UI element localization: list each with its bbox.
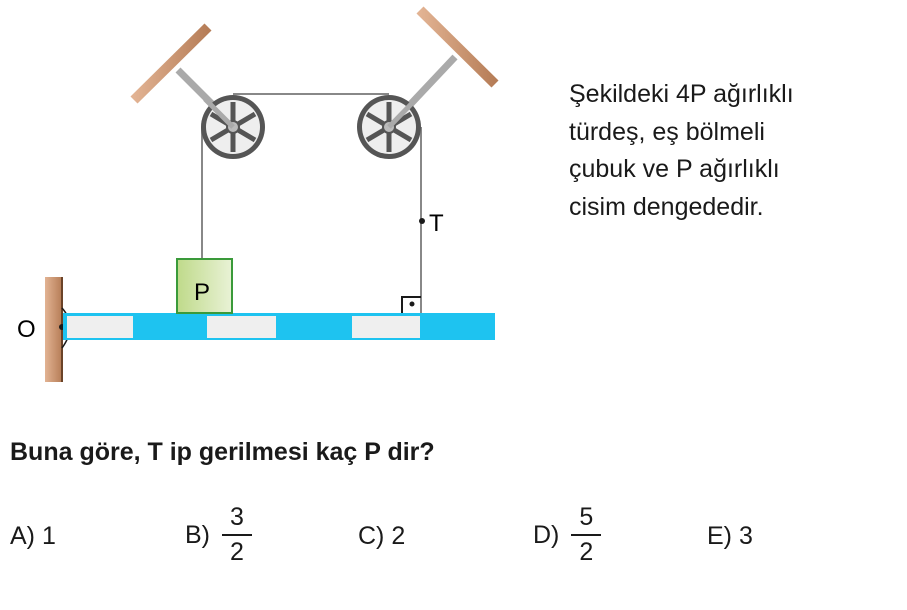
option-value: 1 (41, 522, 56, 550)
denominator: 2 (230, 538, 244, 566)
description-line: çubuk ve P ağırlıklı (569, 155, 780, 183)
option-value: 3 (738, 522, 753, 550)
wall (45, 277, 62, 382)
rod (63, 313, 495, 340)
denominator: 2 (579, 538, 594, 566)
pivot-label: O (17, 316, 36, 343)
problem-description: Şekildeki 4P ağırlıklı türdeş, eş bölmel… (569, 76, 861, 226)
numerator: 5 (571, 503, 602, 536)
option-c[interactable]: C) 2 (358, 522, 405, 551)
option-letter: C) (358, 522, 385, 550)
option-e[interactable]: E) 3 (707, 522, 753, 551)
block-label: P (194, 279, 210, 306)
right-ceiling-board (416, 6, 499, 88)
left-ceiling-board (130, 23, 212, 104)
description-line: cisim dengededir. (569, 192, 764, 221)
option-letter: B) (185, 520, 210, 549)
question-text: Buna göre, T ip gerilmesi kaç P dir? (10, 438, 435, 466)
option-a[interactable]: A) 1 (10, 522, 56, 551)
numerator: 3 (222, 503, 252, 536)
block-p (176, 258, 233, 314)
tension-point (419, 218, 425, 224)
tension-label: T (429, 210, 444, 237)
option-letter: E) (707, 522, 732, 550)
option-letter: A) (10, 522, 35, 550)
option-value: 2 (391, 522, 406, 550)
description-line: türdeş, eş bölmeli (569, 117, 765, 146)
description-line: Şekildeki 4P ağırlıklı (569, 80, 794, 108)
option-letter: D) (533, 520, 560, 549)
